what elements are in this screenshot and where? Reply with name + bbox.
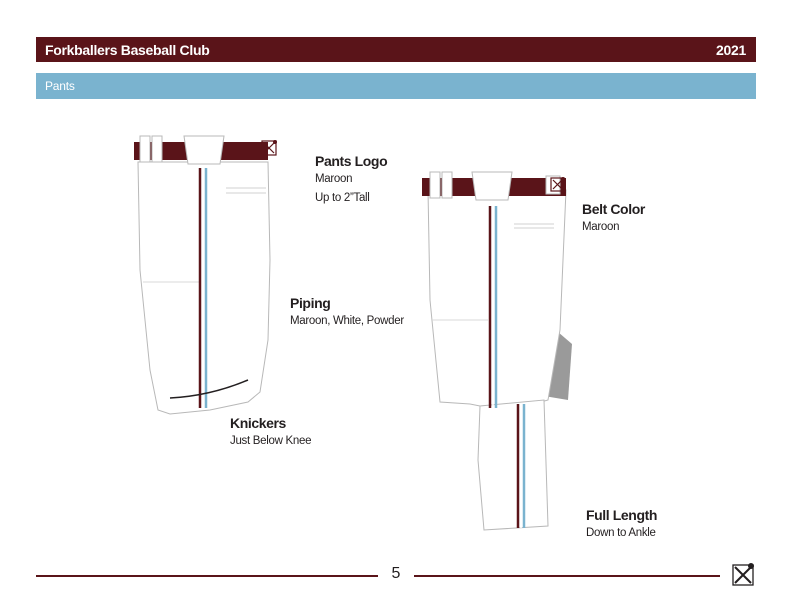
pants-logo-label: Pants Logo Maroon Up to 2”Tall xyxy=(315,152,388,208)
full-length-title: Full Length xyxy=(586,507,658,523)
section-bar: Pants xyxy=(36,73,756,99)
piping-colors: Maroon, White, Powder xyxy=(290,315,404,327)
belt-color-value: Maroon xyxy=(582,221,620,233)
pants-logo-mark-right xyxy=(550,177,565,192)
belt-color-label: Belt Color Maroon xyxy=(582,200,645,237)
footer-rule-left xyxy=(36,575,378,577)
pants-logo-mark-left xyxy=(261,140,277,156)
knickers-pants-illustration xyxy=(134,135,271,415)
full-length-pants-illustration xyxy=(422,171,572,531)
pants-logo-size: Up to 2”Tall xyxy=(315,192,370,204)
belt-color-title: Belt Color xyxy=(582,201,645,217)
header-bar: Forkballers Baseball Club 2021 xyxy=(36,37,756,62)
pants-logo-title: Pants Logo xyxy=(315,153,388,169)
footer-rule-right xyxy=(414,575,720,577)
section-title: Pants xyxy=(45,79,75,93)
club-name: Forkballers Baseball Club xyxy=(45,41,210,58)
full-length-label: Full Length Down to Ankle xyxy=(586,506,657,543)
piping-title: Piping xyxy=(290,295,331,311)
knickers-length: Just Below Knee xyxy=(230,435,312,447)
page-number: 5 xyxy=(391,565,401,582)
piping-label: Piping Maroon, White, Powder xyxy=(290,294,404,331)
full-length-length: Down to Ankle xyxy=(586,527,656,539)
year: 2021 xyxy=(716,41,746,58)
knickers-label: Knickers Just Below Knee xyxy=(230,414,311,451)
pants-logo-color: Maroon xyxy=(315,173,353,185)
crossed-bats-icon xyxy=(732,563,754,586)
knickers-title: Knickers xyxy=(230,415,286,431)
